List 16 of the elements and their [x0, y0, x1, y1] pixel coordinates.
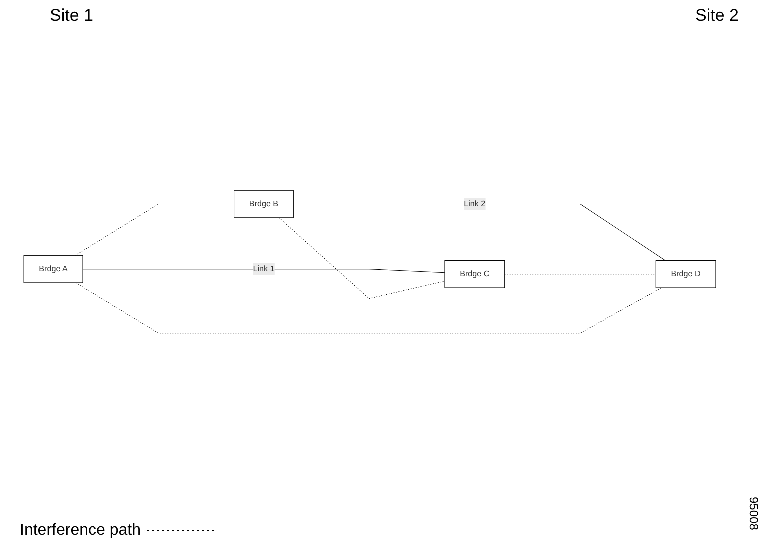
edge-label: Link 2 — [464, 200, 486, 208]
node-box: Brdge C — [444, 260, 506, 288]
connector — [76, 282, 662, 334]
connector — [278, 218, 446, 300]
connector — [82, 269, 446, 274]
node-box: Brdge D — [656, 260, 716, 288]
node-box: Brdge A — [24, 255, 84, 284]
figure-number: 95008 — [747, 496, 761, 530]
connector — [75, 204, 235, 256]
edge-label: Link 1 — [253, 264, 275, 274]
site-label: Site 1 — [50, 6, 94, 26]
node-box: Brdge B — [234, 190, 294, 218]
connector — [504, 274, 656, 275]
connector — [293, 204, 666, 261]
site-label: Site 2 — [696, 6, 739, 26]
legend-text: Interference path — [20, 522, 141, 540]
